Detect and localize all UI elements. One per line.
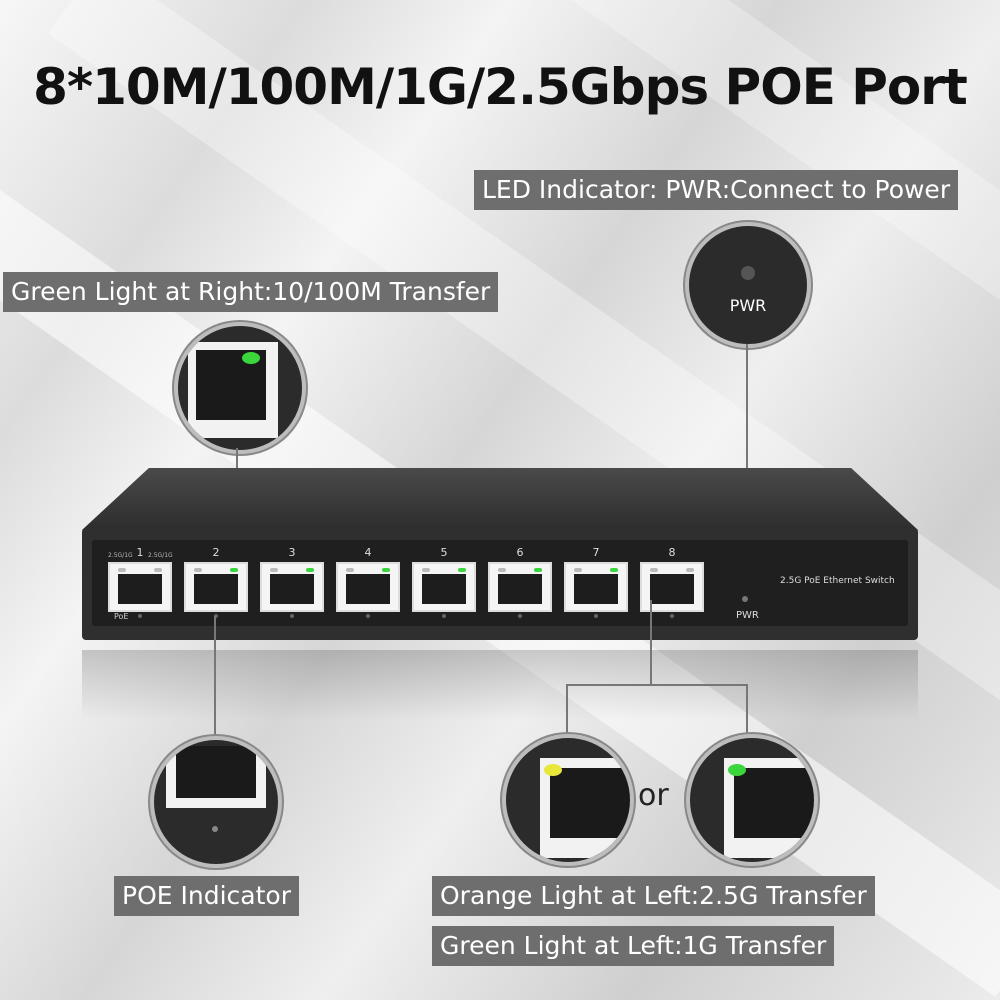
- poe-label: PoE: [114, 612, 129, 621]
- switch-top: [82, 468, 918, 530]
- poe-led-dot: [442, 614, 446, 618]
- port-number: 6: [516, 546, 524, 559]
- poe-led-dot: [214, 614, 218, 618]
- or-text: or: [638, 778, 669, 813]
- ethernet-port: [488, 562, 552, 612]
- ethernet-port: [260, 562, 324, 612]
- green-led-icon: [242, 352, 260, 364]
- port-number: 4: [364, 546, 372, 559]
- pwr-zoom-label: PWR: [729, 296, 767, 315]
- port-right-led: [230, 568, 238, 572]
- port-right-led: [686, 568, 694, 572]
- poe-led-dot: [594, 614, 598, 618]
- poe-indicator-label: POE Indicator: [114, 876, 299, 916]
- port-jack: [734, 768, 814, 838]
- ethernet-port: [336, 562, 400, 612]
- port-jack: [498, 574, 542, 604]
- port-number: 3: [288, 546, 296, 559]
- port-jack: [194, 574, 238, 604]
- left-light-connector-line: [746, 684, 748, 738]
- port-right-led: [154, 568, 162, 572]
- green-left-zoom-circle: [686, 734, 818, 866]
- ethernet-port: [108, 562, 172, 612]
- poe-led-dot: [366, 614, 370, 618]
- port-left-led: [270, 568, 278, 572]
- port-jack: [118, 574, 162, 604]
- port-left-led: [498, 568, 506, 572]
- speed-label-left: 2.5G/1G: [108, 552, 133, 559]
- port-jack: [574, 574, 618, 604]
- port-left-led: [650, 568, 658, 572]
- port-number: 2: [212, 546, 220, 559]
- port-right-led: [534, 568, 542, 572]
- left-light-connector-line: [566, 684, 748, 686]
- poe-connector-line: [214, 616, 216, 740]
- switch-reflection: [82, 650, 918, 720]
- port-number: 5: [440, 546, 448, 559]
- port-jack: [650, 574, 694, 604]
- port-jack: [550, 768, 630, 838]
- switch-pwr-label: PWR: [736, 610, 759, 621]
- left-light-connector-line: [650, 600, 652, 686]
- ethernet-port: [184, 562, 248, 612]
- port-right-led: [382, 568, 390, 572]
- green-right-zoom-circle: [174, 322, 306, 454]
- switch-model-text: 2.5G PoE Ethernet Switch: [780, 576, 895, 586]
- poe-led-dot: [670, 614, 674, 618]
- poe-led-dot: [518, 614, 522, 618]
- orange-led-icon: [544, 764, 562, 776]
- port-right-led: [306, 568, 314, 572]
- port-number: 1: [136, 546, 144, 559]
- port-right-led: [458, 568, 466, 572]
- port-jack: [270, 574, 314, 604]
- orange-left-zoom-circle: [502, 734, 634, 866]
- pwr-led-icon: [741, 266, 755, 280]
- port-left-led: [574, 568, 582, 572]
- port-left-led: [194, 568, 202, 572]
- green-left-label: Green Light at Left:1G Transfer: [432, 926, 835, 966]
- port-jack: [422, 574, 466, 604]
- ethernet-port: [564, 562, 628, 612]
- port-jack: [176, 746, 256, 798]
- left-light-connector-line: [566, 684, 568, 738]
- port-right-led: [610, 568, 618, 572]
- ethernet-port: [412, 562, 476, 612]
- port-left-led: [422, 568, 430, 572]
- orange-left-label: Orange Light at Left:2.5G Transfer: [432, 876, 875, 916]
- pwr-connector-line: [746, 344, 748, 578]
- port-closeup: [166, 746, 266, 808]
- port-closeup: [188, 342, 278, 438]
- poe-led-dot: [138, 614, 142, 618]
- led-indicator-label: LED Indicator: PWR:Connect to Power: [474, 170, 959, 210]
- port-left-led: [118, 568, 126, 572]
- speed-label-right: 2.5G/1G: [148, 552, 173, 559]
- port-left-led: [346, 568, 354, 572]
- green-led-icon: [728, 764, 746, 776]
- port-number: 8: [668, 546, 676, 559]
- port-number: 7: [592, 546, 600, 559]
- page-title: 8*10M/100M/1G/2.5Gbps POE Port: [33, 58, 968, 116]
- green-right-label: Green Light at Right:10/100M Transfer: [3, 272, 499, 312]
- poe-led-dot: [290, 614, 294, 618]
- pwr-zoom-circle: PWR: [685, 222, 811, 348]
- switch-pwr-led: [742, 596, 748, 602]
- port-jack: [346, 574, 390, 604]
- poe-zoom-circle: [150, 736, 282, 868]
- poe-led-icon: [212, 826, 218, 832]
